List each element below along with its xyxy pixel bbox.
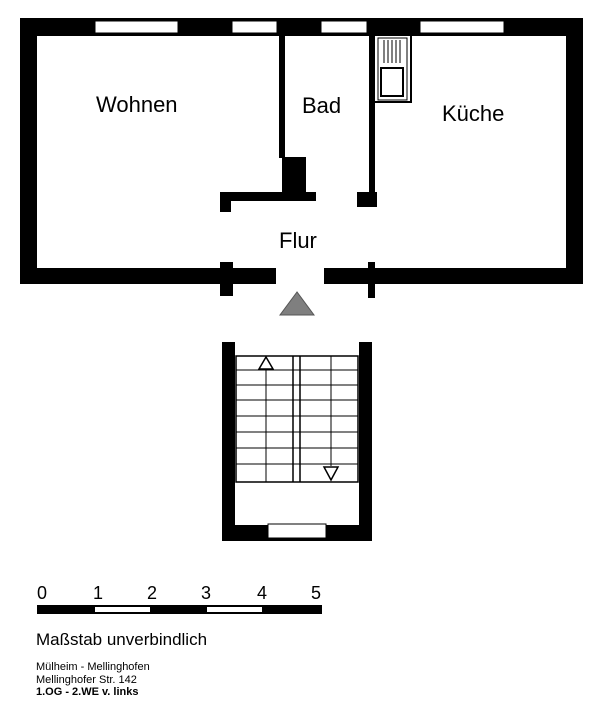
entrance-arrow-icon	[279, 291, 315, 316]
scale-tick-5: 5	[311, 583, 321, 603]
scale-tick-1: 1	[93, 583, 103, 603]
scale-disclaimer: Maßstab unverbindlich	[36, 630, 208, 649]
interior-walls	[220, 18, 377, 298]
scale-tick-2: 2	[147, 583, 157, 603]
windows	[94, 20, 505, 34]
room-label-bath: Bad	[302, 93, 341, 118]
scale-tick-0: 0	[37, 583, 47, 603]
scale-tick-4: 4	[257, 583, 267, 603]
stairwell	[222, 342, 372, 541]
unit-label: 1.OG - 2.WE v. links	[36, 686, 139, 698]
room-label-kitchen: Küche	[442, 101, 504, 126]
scale-bar: 0 1 2 3 4 5	[37, 583, 322, 614]
stove-icon	[373, 34, 412, 103]
address-city: Mülheim - Mellinghofen	[36, 661, 150, 673]
room-label-living: Wohnen	[96, 92, 178, 117]
address-street: Mellinghofer Str. 142	[36, 674, 137, 686]
room-label-hall: Flur	[279, 228, 317, 253]
scale-tick-3: 3	[201, 583, 211, 603]
stair-up-arrow-icon	[257, 355, 275, 370]
stair-down-arrow-icon	[322, 466, 340, 482]
